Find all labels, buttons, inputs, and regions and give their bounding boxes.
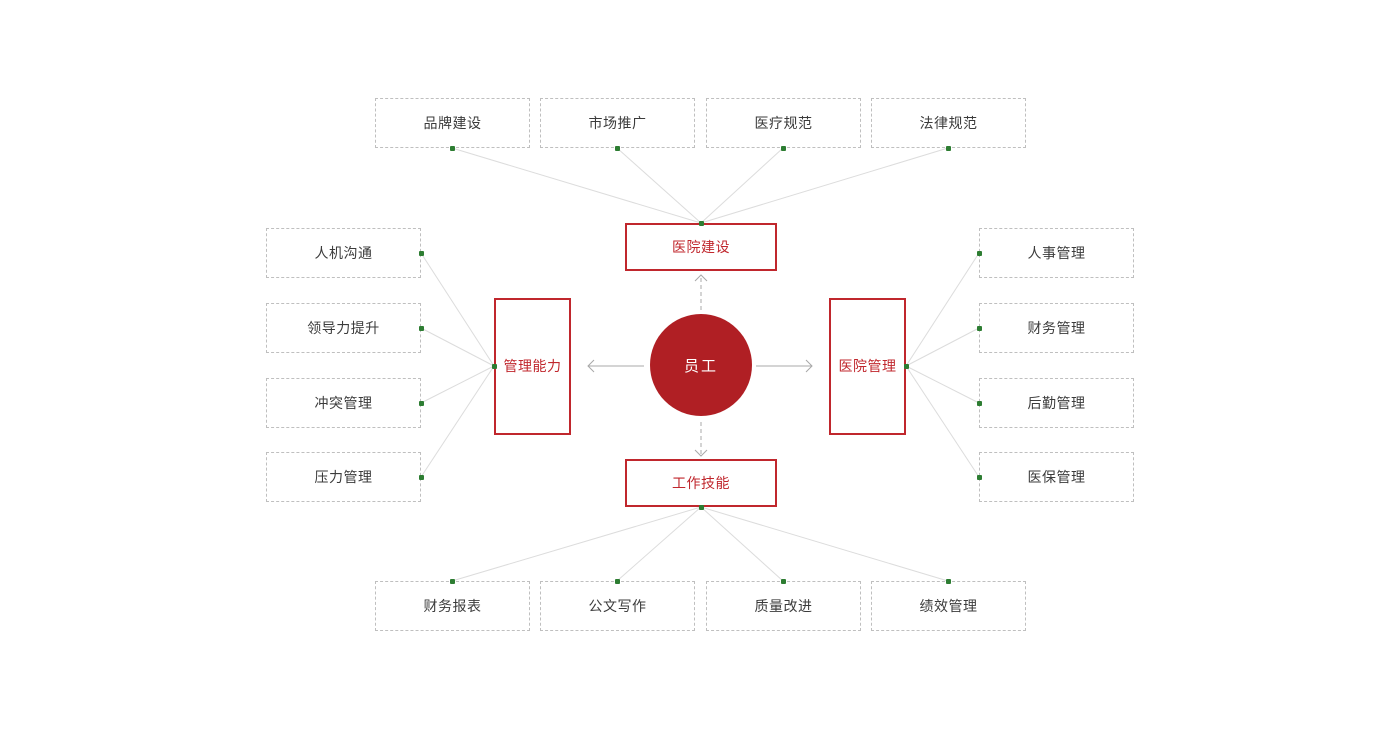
leaf-node-management-ability-1[interactable]: 领导力提升 xyxy=(266,303,421,353)
leaf-node-management-ability-2[interactable]: 冲突管理 xyxy=(266,378,421,428)
leaf-node-hospital-construction-3[interactable]: 法律规范 xyxy=(871,98,1026,148)
leaf-node-hospital-management-3-label: 医保管理 xyxy=(1027,468,1086,485)
branch-node-management-ability[interactable]: 管理能力 xyxy=(494,298,571,435)
connector-dot-management-ability xyxy=(491,363,497,369)
leaf-node-hospital-construction-1-label: 市场推广 xyxy=(588,114,647,131)
connector-dot-work-skills-leaf-0 xyxy=(449,578,455,584)
leaf-node-management-ability-2-label: 冲突管理 xyxy=(314,394,373,411)
connector-dot-hospital-construction-leaf-2 xyxy=(780,145,786,151)
leaf-node-hospital-management-1-label: 财务管理 xyxy=(1027,319,1086,336)
connector-dot-work-skills-leaf-3 xyxy=(945,578,951,584)
connector-dot-hospital-construction-leaf-3 xyxy=(945,145,951,151)
leaf-node-work-skills-1-label: 公文写作 xyxy=(588,597,647,614)
branch-node-hospital-management[interactable]: 医院管理 xyxy=(829,298,906,435)
leaf-node-hospital-construction-2-label: 医疗规范 xyxy=(754,114,813,131)
center-node-label: 员工 xyxy=(683,357,718,375)
leaf-node-hospital-construction-0[interactable]: 品牌建设 xyxy=(375,98,530,148)
branch-node-work-skills[interactable]: 工作技能 xyxy=(625,459,777,507)
leaf-node-hospital-management-2-label: 后勤管理 xyxy=(1027,394,1086,411)
leaf-node-management-ability-0[interactable]: 人机沟通 xyxy=(266,228,421,278)
leaf-node-management-ability-1-label: 领导力提升 xyxy=(307,319,380,336)
branch-node-work-skills-label: 工作技能 xyxy=(672,474,730,491)
leaf-node-work-skills-1[interactable]: 公文写作 xyxy=(540,581,695,631)
connector-dot-hospital-construction-leaf-0 xyxy=(449,145,455,151)
leaf-node-hospital-construction-2[interactable]: 医疗规范 xyxy=(706,98,861,148)
leaf-node-work-skills-0[interactable]: 财务报表 xyxy=(375,581,530,631)
connector-dot-hospital-management-leaf-2 xyxy=(976,400,982,406)
connector-dot-work-skills xyxy=(698,504,704,510)
center-node-employee[interactable]: 员工 xyxy=(650,314,752,416)
leaf-node-hospital-management-1[interactable]: 财务管理 xyxy=(979,303,1134,353)
leaf-node-work-skills-3[interactable]: 绩效管理 xyxy=(871,581,1026,631)
leaf-node-hospital-management-2[interactable]: 后勤管理 xyxy=(979,378,1134,428)
branch-node-hospital-construction[interactable]: 医院建设 xyxy=(625,223,777,271)
leaf-node-hospital-construction-3-label: 法律规范 xyxy=(919,114,978,131)
leaf-node-management-ability-0-label: 人机沟通 xyxy=(314,244,373,261)
leaf-node-work-skills-2-label: 质量改进 xyxy=(754,597,813,614)
leaf-node-work-skills-2[interactable]: 质量改进 xyxy=(706,581,861,631)
connector-dot-hospital-management xyxy=(903,363,909,369)
leaf-node-management-ability-3-label: 压力管理 xyxy=(314,468,373,485)
leaf-node-hospital-construction-0-label: 品牌建设 xyxy=(423,114,482,131)
branch-node-hospital-construction-label: 医院建设 xyxy=(672,238,730,255)
connector-dot-management-ability-leaf-0 xyxy=(418,250,424,256)
connector-dot-hospital-management-leaf-3 xyxy=(976,474,982,480)
connector-dot-work-skills-leaf-1 xyxy=(614,578,620,584)
leaf-node-hospital-management-0[interactable]: 人事管理 xyxy=(979,228,1134,278)
connector-dot-management-ability-leaf-1 xyxy=(418,325,424,331)
leaf-node-work-skills-3-label: 绩效管理 xyxy=(919,597,978,614)
leaf-node-work-skills-0-label: 财务报表 xyxy=(423,597,482,614)
connector-dot-hospital-construction xyxy=(698,220,704,226)
connector-dot-management-ability-leaf-3 xyxy=(418,474,424,480)
branch-node-management-ability-label: 管理能力 xyxy=(503,358,562,375)
branch-node-hospital-management-label: 医院管理 xyxy=(838,358,897,375)
connector-dot-work-skills-leaf-2 xyxy=(780,578,786,584)
leaf-node-hospital-management-3[interactable]: 医保管理 xyxy=(979,452,1134,502)
connector-dot-hospital-management-leaf-1 xyxy=(976,325,982,331)
connector-dot-hospital-construction-leaf-1 xyxy=(614,145,620,151)
leaf-node-hospital-management-0-label: 人事管理 xyxy=(1027,244,1086,261)
leaf-node-management-ability-3[interactable]: 压力管理 xyxy=(266,452,421,502)
connector-dot-management-ability-leaf-2 xyxy=(418,400,424,406)
connector-dot-hospital-management-leaf-0 xyxy=(976,250,982,256)
leaf-node-hospital-construction-1[interactable]: 市场推广 xyxy=(540,98,695,148)
